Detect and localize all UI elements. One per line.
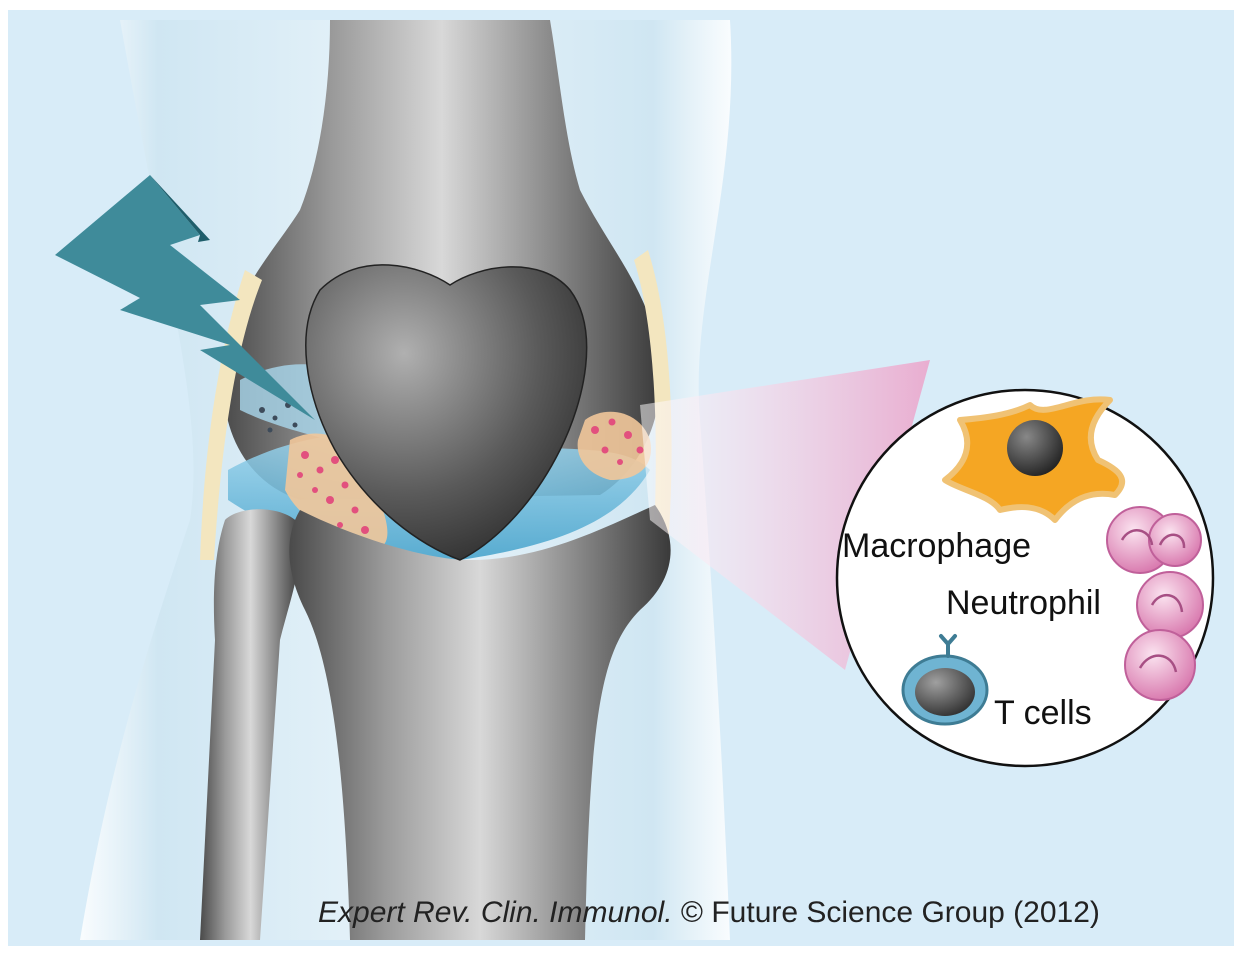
journal-name: Expert Rev. Clin. Immunol. <box>318 896 673 929</box>
macrophage-nucleus <box>1007 420 1063 476</box>
copyright-credit: Expert Rev. Clin. Immunol. © Future Scie… <box>318 896 1100 930</box>
macrophage-label: Macrophage <box>842 527 1031 566</box>
publisher-credit: © Future Science Group (2012) <box>681 896 1100 929</box>
t-cells-label: T cells <box>994 694 1092 733</box>
neutrophil-label: Neutrophil <box>946 584 1101 623</box>
